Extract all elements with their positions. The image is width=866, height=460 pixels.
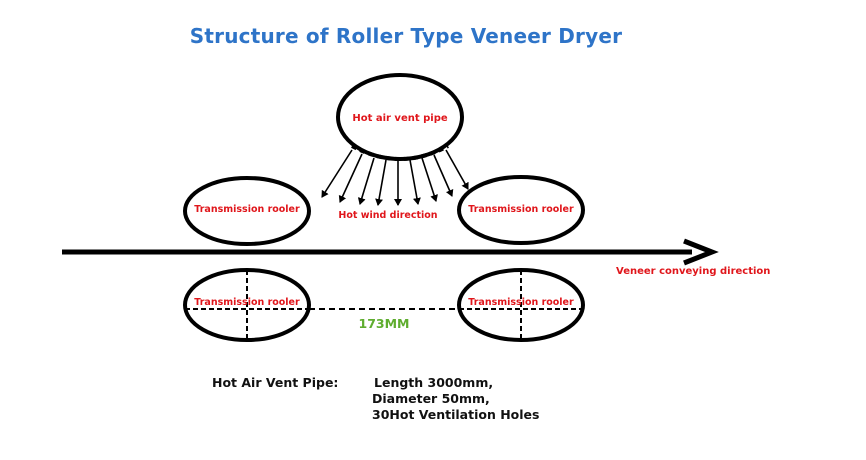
roller-label: Transmission rooler	[468, 204, 574, 215]
specs-key: Hot Air Vent Pipe:	[212, 375, 339, 390]
hot-wind-arrow	[375, 159, 387, 206]
hot-wind-arrow	[445, 149, 469, 190]
vent-pipe-specs: Hot Air Vent Pipe: Length 3000mm, Diamet…	[212, 375, 539, 423]
roller-label: Transmission rooler	[194, 297, 300, 308]
hot-wind-arrow	[433, 154, 454, 197]
ventilation-holes	[351, 144, 449, 161]
specs-diameter: Diameter 50mm,	[372, 391, 490, 406]
conveying-label: Veneer conveying direction	[616, 266, 770, 277]
roller-bottom-left: Transmission rooler	[183, 268, 311, 342]
hot-wind-arrow	[338, 153, 363, 203]
specs-length: Length 3000mm,	[374, 375, 494, 390]
hot-wind-arrows	[321, 149, 469, 206]
roller-top-left: Transmission rooler	[183, 176, 311, 246]
veneer-conveying-arrow	[62, 238, 719, 266]
hot-wind-arrow	[421, 157, 438, 202]
hot-air-vent-pipe: Hot air vent pipe	[336, 73, 464, 161]
roller-top-right: Transmission rooler	[457, 175, 585, 245]
vent-pipe-label: Hot air vent pipe	[352, 113, 448, 124]
specs-holes: 30Hot Ventilation Holes	[372, 407, 540, 422]
roller-bottom-right: Transmission rooler	[457, 268, 585, 342]
hot-wind-arrow	[409, 159, 421, 205]
hot-wind-label: Hot wind direction	[338, 210, 437, 221]
hot-wind-arrow	[357, 157, 375, 205]
diagram-title: Structure of Roller Type Veneer Dryer	[189, 24, 623, 48]
roller-label: Transmission rooler	[194, 204, 300, 215]
roller-label: Transmission rooler	[468, 297, 574, 308]
hot-wind-arrow	[321, 149, 353, 198]
roller-distance-label: 173MM	[359, 316, 410, 331]
